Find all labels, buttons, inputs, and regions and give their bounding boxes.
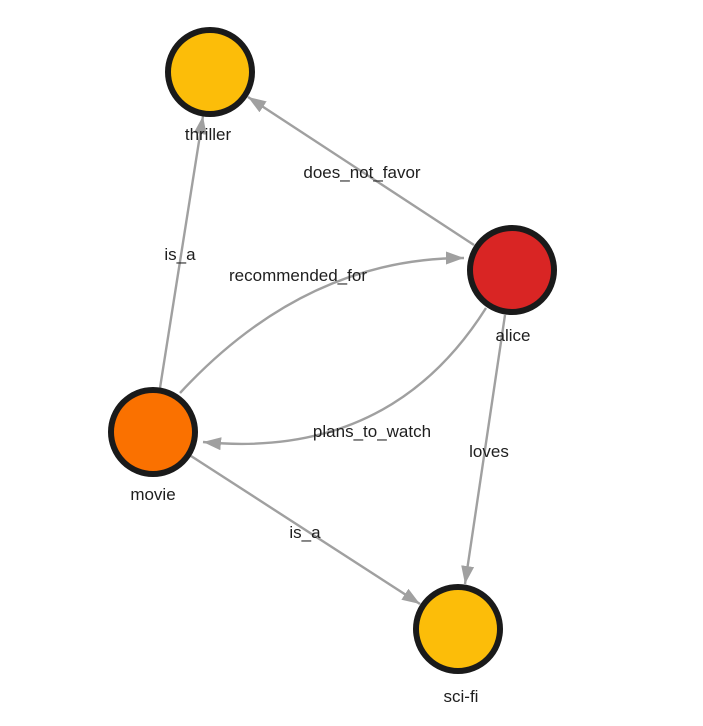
edge-label-group: is_a does_not_favor recommended_for plan… [164,163,508,542]
node-alice[interactable] [467,225,557,315]
edge-movie-is-a-thriller [158,115,207,389]
node-label-sci-fi: sci-fi [444,687,479,706]
node-group [108,27,557,674]
node-thriller[interactable] [165,27,255,117]
edge-label-is-a-sci-fi: is_a [289,523,321,542]
edge-alice-loves-sci-fi [461,314,507,585]
node-label-thriller: thriller [185,125,232,144]
edge-label-plans-to-watch: plans_to_watch [313,422,431,441]
node-movie[interactable] [108,387,198,477]
node-label-group: thriller alice movie sci-fi [130,125,530,706]
edge-alice-does-not-favor-thriller [247,95,475,247]
edge-group [158,95,507,606]
node-label-alice: alice [496,326,531,345]
edge-movie-is-a-sci-fi [190,454,421,606]
node-sci-fi[interactable] [413,584,503,674]
edge-label-is-a-thriller: is_a [164,245,196,264]
edge-movie-recommended-for-alice [179,251,465,394]
node-label-movie: movie [130,485,175,504]
edge-label-loves: loves [469,442,509,461]
edge-label-recommended-for: recommended_for [229,266,367,285]
edge-label-does-not-favor: does_not_favor [303,163,421,182]
edge-alice-plans-to-watch-movie [202,307,488,451]
